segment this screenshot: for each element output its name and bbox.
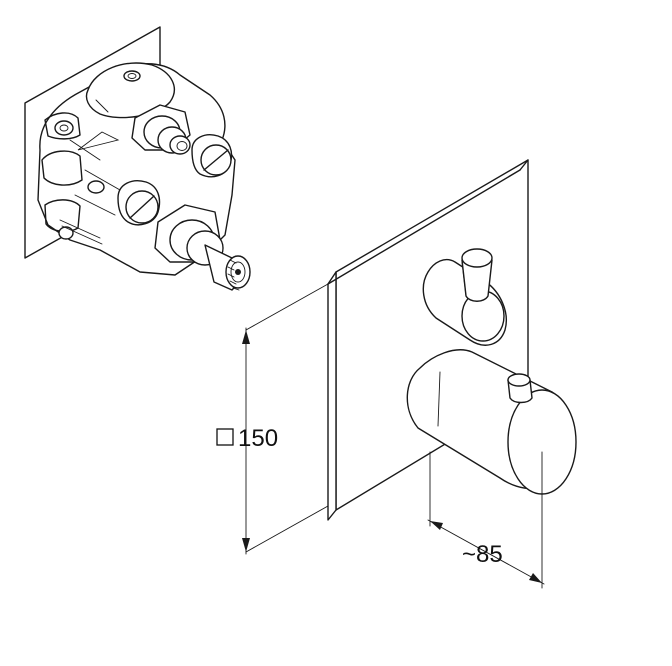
projection-dimension: ~85: [427, 451, 545, 589]
plate-size-value: 150: [238, 425, 278, 452]
projection-value: ~85: [462, 541, 503, 568]
diverter-lever-icon: [422, 248, 507, 346]
thermostat-knob-icon: [406, 349, 577, 495]
plate-size-dimension: 150: [216, 283, 329, 555]
square-symbol: [216, 428, 234, 446]
mixing-valve-body-icon: [24, 26, 251, 291]
